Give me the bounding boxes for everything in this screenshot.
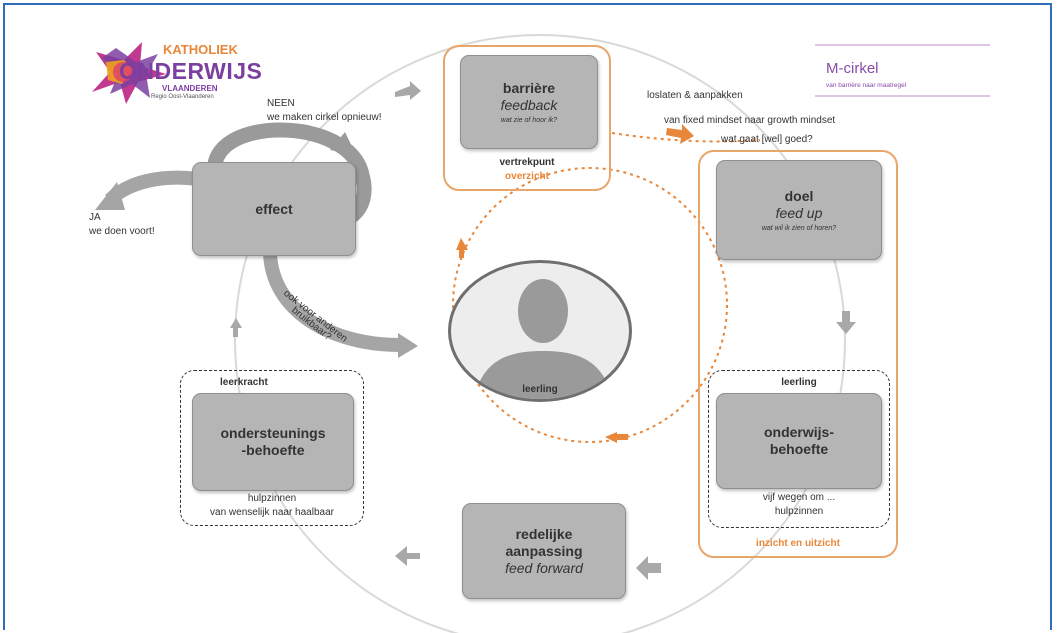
ja-label-1: JA xyxy=(89,212,101,223)
ja-arrow-head xyxy=(95,182,125,210)
doel-question: wat wil ik zien of horen? xyxy=(761,225,837,232)
logo-line1: KATHOLIEK xyxy=(163,42,238,57)
inzicht-group xyxy=(698,150,898,558)
barriere-caption2: overzicht xyxy=(505,171,549,182)
person-icon xyxy=(473,279,613,399)
ondersteuning-caption-2: van wenselijk naar haalbaar xyxy=(210,507,334,518)
inner-cycle-ring xyxy=(452,167,728,443)
watgaat-label: wat gaat [wel] goed? xyxy=(721,134,813,145)
neen-arrow-head xyxy=(330,132,356,155)
aanpassing-box[interactable]: redelijke aanpassing feed forward xyxy=(462,503,626,599)
onderwijsbehoefte-title-2: behoefte xyxy=(769,441,829,457)
ondersteuning-header: leerkracht xyxy=(220,377,268,388)
ondersteuning-title-2: -behoefte xyxy=(241,442,305,458)
aanpassing-title-1: redelijke xyxy=(515,525,573,542)
barriere-caption: vertrekpunt xyxy=(499,157,555,168)
aanpassing-subtitle: feed forward xyxy=(505,559,583,576)
logo-line3: VLAANDEREN xyxy=(162,84,218,93)
barriere-question: wat zie of hoor ik? xyxy=(500,117,558,124)
effect-title: effect xyxy=(255,200,293,217)
leerling-group xyxy=(708,370,890,528)
anderen-arrow xyxy=(263,249,401,352)
doel-subtitle: feed up xyxy=(775,205,823,221)
arrow-bottom-right xyxy=(636,556,661,580)
onderwijsbehoefte-header: leerling xyxy=(781,377,817,388)
outer-cycle-ring xyxy=(234,34,846,633)
onderwijsbehoefte-box[interactable]: onderwijs- behoefte xyxy=(716,393,882,489)
doel-box[interactable]: doel feed up wat wil ik zien of horen? xyxy=(716,160,882,260)
aanpassing-title-2: aanpassing xyxy=(505,542,583,559)
arrow-top-left xyxy=(395,81,421,100)
arrow-right-down xyxy=(836,311,856,334)
neen-label-2: we maken cirkel opnieuw! xyxy=(267,112,382,123)
diagram-subtitle: van barrière naar maatregel xyxy=(826,82,907,89)
ja-label-2: we doen voort! xyxy=(89,226,155,237)
window-frame xyxy=(3,3,1052,630)
logo: KATHOLIEK ONDERWIJS VLAANDEREN Regio Oos… xyxy=(88,40,288,110)
center-avatar: leerling xyxy=(448,260,632,402)
neen-label-1: NEEN xyxy=(267,98,295,109)
arrow-bottom-left xyxy=(395,546,420,566)
arrow-left-up xyxy=(230,318,242,337)
effect-box[interactable]: effect xyxy=(192,162,356,256)
leerkracht-group xyxy=(180,370,364,526)
arrow-orange-bottom xyxy=(605,432,628,443)
logo-star-icon xyxy=(92,42,166,104)
barriere-title: barrière xyxy=(502,80,556,96)
mindset-label: van fixed mindset naar growth mindset xyxy=(664,115,836,126)
arrow-orange-left xyxy=(456,238,468,258)
ondersteuning-caption-1: hulpzinnen xyxy=(247,493,297,504)
anderen-arrow-head xyxy=(398,333,418,358)
inzicht-caption: inzicht en uitzicht xyxy=(756,538,840,549)
logo-line4: Regio Oost-Vlaanderen xyxy=(151,94,214,100)
loslaten-label: loslaten & aanpakken xyxy=(647,90,743,101)
barriere-subtitle: feedback xyxy=(500,97,558,113)
onderwijsbehoefte-title-1: onderwijs- xyxy=(763,424,834,440)
ondersteuning-title-1: ondersteunings xyxy=(220,425,326,441)
onderwijsbehoefte-caption-1: vijf wegen om ... xyxy=(762,492,836,503)
center-caption: leerling xyxy=(522,384,558,395)
onderwijsbehoefte-caption-2: hulpzinnen xyxy=(774,506,824,517)
doel-title: doel xyxy=(784,188,814,204)
ondersteuning-box[interactable]: ondersteunings -behoefte xyxy=(192,393,354,491)
barriere-box[interactable]: barrière feedback wat zie of hoor ik? xyxy=(460,55,598,149)
logo-line2: ONDERWIJS xyxy=(119,58,263,84)
arrow-orange-top xyxy=(666,124,694,144)
barriere-group xyxy=(443,45,611,191)
diagram-title: M-cirkel xyxy=(826,60,879,77)
